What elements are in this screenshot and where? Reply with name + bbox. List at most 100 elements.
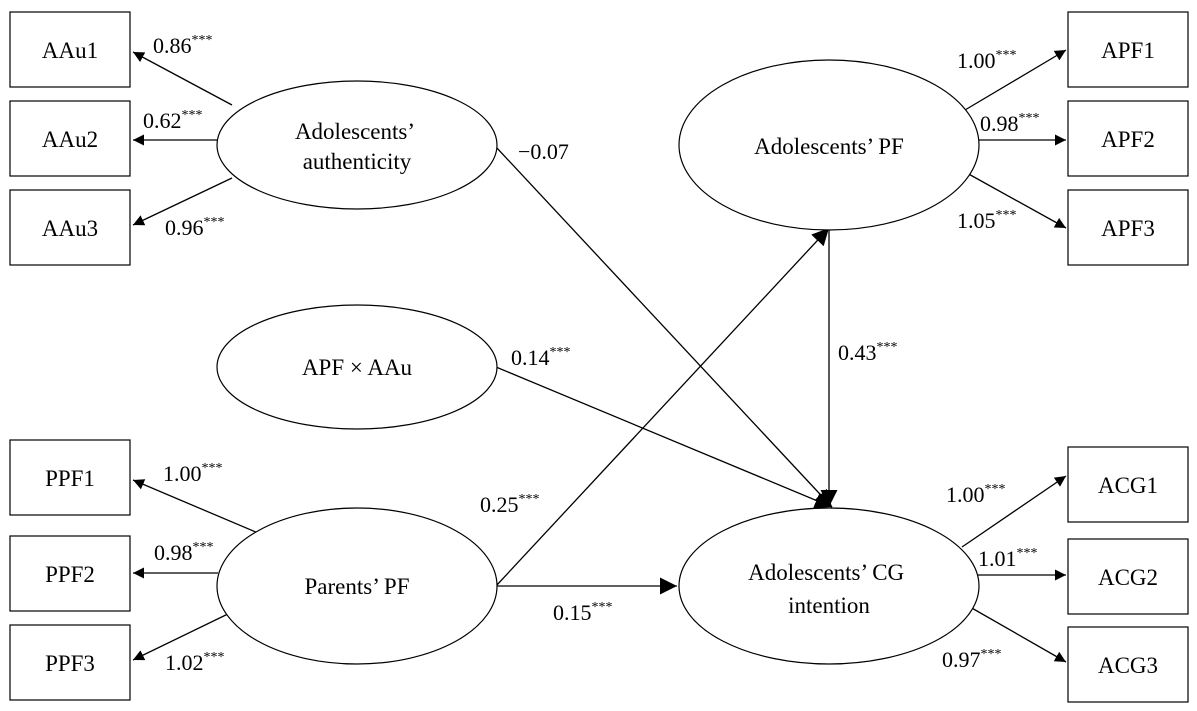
coef-acg1-value: 1.00 bbox=[946, 482, 985, 507]
label-interaction: APF × AAu bbox=[302, 355, 413, 380]
label-authenticity: Adolescents’ authenticity bbox=[295, 119, 419, 174]
label-ppf2: PPF2 bbox=[45, 562, 95, 587]
label-ppf: Parents’ PF bbox=[305, 574, 410, 599]
coef-acg1-sig: *** bbox=[985, 482, 1006, 497]
coef-ppf2-value: 0.98 bbox=[154, 540, 193, 565]
box-aau2 bbox=[9, 100, 131, 177]
coef-acg3: 0.97*** bbox=[942, 647, 1002, 672]
edge-ppf-ppf3 bbox=[132, 611, 233, 661]
label-apf2: APF2 bbox=[1101, 127, 1155, 152]
box-apf3 bbox=[1067, 189, 1189, 266]
edge-authenticity-aau1 bbox=[132, 51, 233, 106]
coef-apf2-sig: *** bbox=[1019, 111, 1040, 126]
ellipse-authenticity bbox=[216, 80, 498, 210]
coefficient-labels: 0.86*** 0.62*** 0.96*** 1.00*** 0.98*** … bbox=[143, 33, 1040, 675]
coef-aau3-value: 0.96 bbox=[165, 215, 204, 240]
coef-acg2-value: 1.01 bbox=[978, 546, 1017, 571]
coef-ppf2: 0.98*** bbox=[154, 540, 214, 565]
coef-aau3: 0.96*** bbox=[165, 215, 225, 240]
edge-authenticity-aau3 bbox=[132, 177, 233, 226]
label-ppf1: PPF1 bbox=[45, 466, 95, 491]
label-acg-line2: intention bbox=[788, 593, 870, 618]
coef-acg3-sig: *** bbox=[981, 647, 1002, 662]
coef-ppf-acg-value: 0.15 bbox=[553, 600, 592, 625]
label-acg2: ACG2 bbox=[1098, 565, 1158, 590]
box-acg2 bbox=[1067, 538, 1189, 615]
label-aau1: AAu1 bbox=[42, 38, 98, 63]
coef-ppf1-sig: *** bbox=[202, 461, 223, 476]
coef-auth-acg: −0.07 bbox=[518, 139, 569, 164]
label-authenticity-line1: Adolescents’ bbox=[295, 119, 413, 144]
coef-apf1-sig: *** bbox=[996, 48, 1017, 63]
edge-interaction-acg bbox=[495, 366, 833, 509]
coef-apf-acg-value: 0.43 bbox=[838, 340, 877, 365]
coef-ppf3-value: 1.02 bbox=[165, 650, 204, 675]
coef-ppf1-value: 1.00 bbox=[163, 461, 202, 486]
coef-interaction-acg-sig: *** bbox=[550, 345, 571, 360]
label-acg-line1: Adolescents’ CG bbox=[748, 560, 904, 585]
coef-ppf-apf-sig: *** bbox=[519, 492, 540, 507]
label-authenticity-line2: authenticity bbox=[303, 149, 412, 174]
latent-ellipses: Adolescents’ authenticity Adolescents’ P… bbox=[216, 59, 980, 665]
coef-aau2: 0.62*** bbox=[143, 108, 203, 133]
indicator-boxes: AAu1 AAu2 AAu3 APF1 APF2 APF3 PPF1 PPF2 … bbox=[9, 11, 1189, 703]
coef-apf2-value: 0.98 bbox=[980, 111, 1019, 136]
coef-acg2-sig: *** bbox=[1017, 546, 1038, 561]
box-ppf2 bbox=[9, 535, 131, 612]
coef-aau2-value: 0.62 bbox=[143, 108, 182, 133]
box-apf2 bbox=[1067, 100, 1189, 177]
edge-authenticity-acg bbox=[495, 146, 833, 508]
edge-acg-acg3 bbox=[969, 606, 1067, 663]
box-aau3 bbox=[9, 189, 131, 266]
coef-ppf3-sig: *** bbox=[204, 650, 225, 665]
coef-apf3: 1.05*** bbox=[957, 208, 1017, 233]
coef-ppf2-sig: *** bbox=[193, 540, 214, 555]
coef-ppf-acg: 0.15*** bbox=[553, 600, 613, 625]
coef-interaction-acg-value: 0.14 bbox=[511, 345, 550, 370]
ellipse-interaction bbox=[216, 304, 498, 430]
label-aau3: AAu3 bbox=[42, 216, 98, 241]
box-acg1 bbox=[1067, 446, 1189, 523]
box-ppf3 bbox=[9, 624, 131, 701]
coef-ppf1: 1.00*** bbox=[163, 461, 223, 486]
edges bbox=[132, 49, 1067, 663]
edge-apf-apf3 bbox=[964, 171, 1067, 229]
coef-aau1-sig: *** bbox=[192, 33, 213, 48]
coef-ppf-apf-value: 0.25 bbox=[480, 492, 519, 517]
coef-auth-acg-value: −0.07 bbox=[518, 139, 569, 164]
label-acg3: ACG3 bbox=[1098, 653, 1158, 678]
ellipse-acg bbox=[678, 507, 980, 665]
coef-ppf-apf: 0.25*** bbox=[480, 492, 540, 517]
coef-aau1: 0.86*** bbox=[153, 33, 213, 58]
coef-apf3-sig: *** bbox=[996, 208, 1017, 223]
edge-ppf-apf bbox=[495, 227, 830, 587]
coef-apf2: 0.98*** bbox=[980, 111, 1040, 136]
coef-aau1-value: 0.86 bbox=[153, 33, 192, 58]
coef-apf1-value: 1.00 bbox=[957, 48, 996, 73]
ellipse-ppf bbox=[216, 507, 498, 665]
box-apf1 bbox=[1067, 11, 1189, 88]
coef-apf3-value: 1.05 bbox=[957, 208, 996, 233]
coef-aau3-sig: *** bbox=[204, 215, 225, 230]
label-apf3: APF3 bbox=[1101, 216, 1155, 241]
coef-aau2-sig: *** bbox=[182, 108, 203, 123]
edge-ppf-ppf1 bbox=[132, 479, 259, 534]
coef-ppf-acg-sig: *** bbox=[592, 600, 613, 615]
label-acg1: ACG1 bbox=[1098, 473, 1158, 498]
box-acg3 bbox=[1067, 626, 1189, 703]
edge-acg-acg1 bbox=[961, 475, 1067, 548]
label-acg: Adolescents’ CG intention bbox=[748, 560, 910, 618]
edge-apf-apf1 bbox=[964, 49, 1067, 111]
coef-acg2: 1.01*** bbox=[978, 546, 1038, 571]
label-ppf3: PPF3 bbox=[45, 651, 95, 676]
coef-apf-acg: 0.43*** bbox=[838, 340, 898, 365]
coef-interaction-acg: 0.14*** bbox=[511, 345, 571, 370]
coef-apf-acg-sig: *** bbox=[877, 340, 898, 355]
label-apf1: APF1 bbox=[1101, 38, 1155, 63]
label-apf: Adolescents’ PF bbox=[754, 134, 904, 159]
coef-ppf3: 1.02*** bbox=[165, 650, 225, 675]
ellipse-apf bbox=[678, 59, 980, 231]
coef-apf1: 1.00*** bbox=[957, 48, 1017, 73]
coef-acg3-value: 0.97 bbox=[942, 647, 981, 672]
